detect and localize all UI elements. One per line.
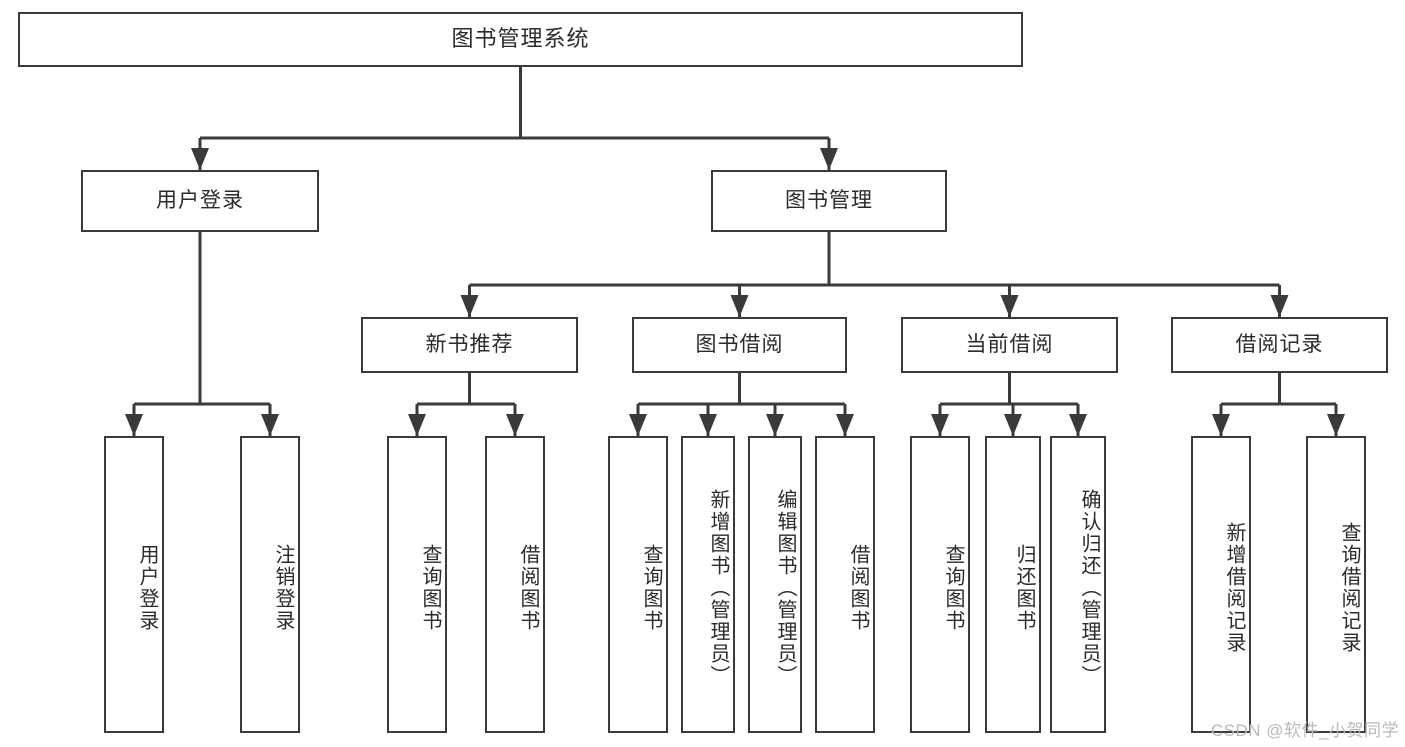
arrow-head-icon (125, 414, 143, 436)
node-label: 查询图书 (942, 543, 964, 632)
arrow-head-icon (1000, 295, 1019, 317)
watermark-text: CSDN @软件_小贺同学 (1210, 721, 1399, 740)
node-l-confirm[interactable]: 确认归还（管理员） (1050, 436, 1106, 733)
node-l-edit[interactable]: 编辑图书（管理员） (748, 436, 802, 733)
arrow-head-icon (261, 414, 279, 436)
arrow-head-icon (506, 414, 524, 436)
node-label: 借阅图书 (517, 543, 539, 632)
node-l-query1[interactable]: 查询图书 (387, 436, 447, 733)
arrow-head-icon (460, 295, 479, 317)
node-label: 当前借阅 (965, 333, 1054, 357)
node-l-borrow2[interactable]: 借阅图书 (815, 436, 875, 733)
node-newbook[interactable]: 新书推荐 (361, 317, 578, 373)
arrow-head-icon (629, 414, 647, 436)
arrow-head-icon (408, 414, 426, 436)
node-label: 新增图书（管理员） (707, 488, 729, 687)
node-label: 借阅记录 (1235, 333, 1324, 357)
node-label: 用户登录 (156, 189, 244, 213)
arrow-head-icon (699, 414, 717, 436)
arrow-head-icon (1212, 414, 1230, 436)
arrow-head-icon (730, 295, 749, 317)
node-bookmgmt[interactable]: 图书管理 (711, 170, 947, 232)
arrow-head-icon (1004, 414, 1022, 436)
node-label: 查询图书 (640, 543, 662, 632)
node-l-borrow1[interactable]: 借阅图书 (485, 436, 545, 733)
node-l-query3[interactable]: 查询图书 (910, 436, 970, 733)
node-l-addrec[interactable]: 新增借阅记录 (1191, 436, 1251, 733)
arrow-head-icon (766, 414, 784, 436)
node-label: 图书管理 (785, 189, 873, 213)
arrow-head-icon (1069, 414, 1087, 436)
node-l-add[interactable]: 新增图书（管理员） (681, 436, 735, 733)
node-login[interactable]: 用户登录 (81, 170, 319, 232)
node-label: 查询图书 (419, 543, 441, 632)
arrow-head-icon (1327, 414, 1345, 436)
node-l-queryrec[interactable]: 查询借阅记录 (1306, 436, 1366, 733)
node-label: 编辑图书（管理员） (774, 488, 796, 687)
arrow-head-icon (1270, 295, 1289, 317)
arrow-head-icon (836, 414, 854, 436)
node-current[interactable]: 当前借阅 (901, 317, 1118, 373)
node-l-logout[interactable]: 注销登录 (240, 436, 300, 733)
node-label: 图书管理系统 (451, 26, 590, 52)
node-l-login[interactable]: 用户登录 (104, 436, 164, 733)
node-label: 图书借阅 (695, 333, 784, 357)
node-label: 借阅图书 (847, 543, 869, 632)
node-label: 新书推荐 (425, 333, 514, 357)
node-label: 用户登录 (136, 543, 158, 632)
node-label: 归还图书 (1013, 543, 1035, 632)
node-record[interactable]: 借阅记录 (1171, 317, 1388, 373)
node-l-query2[interactable]: 查询图书 (608, 436, 668, 733)
node-borrow[interactable]: 图书借阅 (632, 317, 847, 373)
arrow-head-icon (820, 148, 838, 170)
node-label: 查询借阅记录 (1338, 521, 1360, 654)
node-l-return[interactable]: 归还图书 (985, 436, 1041, 733)
node-label: 注销登录 (272, 543, 294, 632)
arrow-head-icon (931, 414, 949, 436)
node-label: 确认归还（管理员） (1078, 488, 1100, 687)
node-label: 新增借阅记录 (1223, 521, 1245, 654)
arrow-head-icon (191, 148, 209, 170)
node-root[interactable]: 图书管理系统 (18, 12, 1023, 67)
